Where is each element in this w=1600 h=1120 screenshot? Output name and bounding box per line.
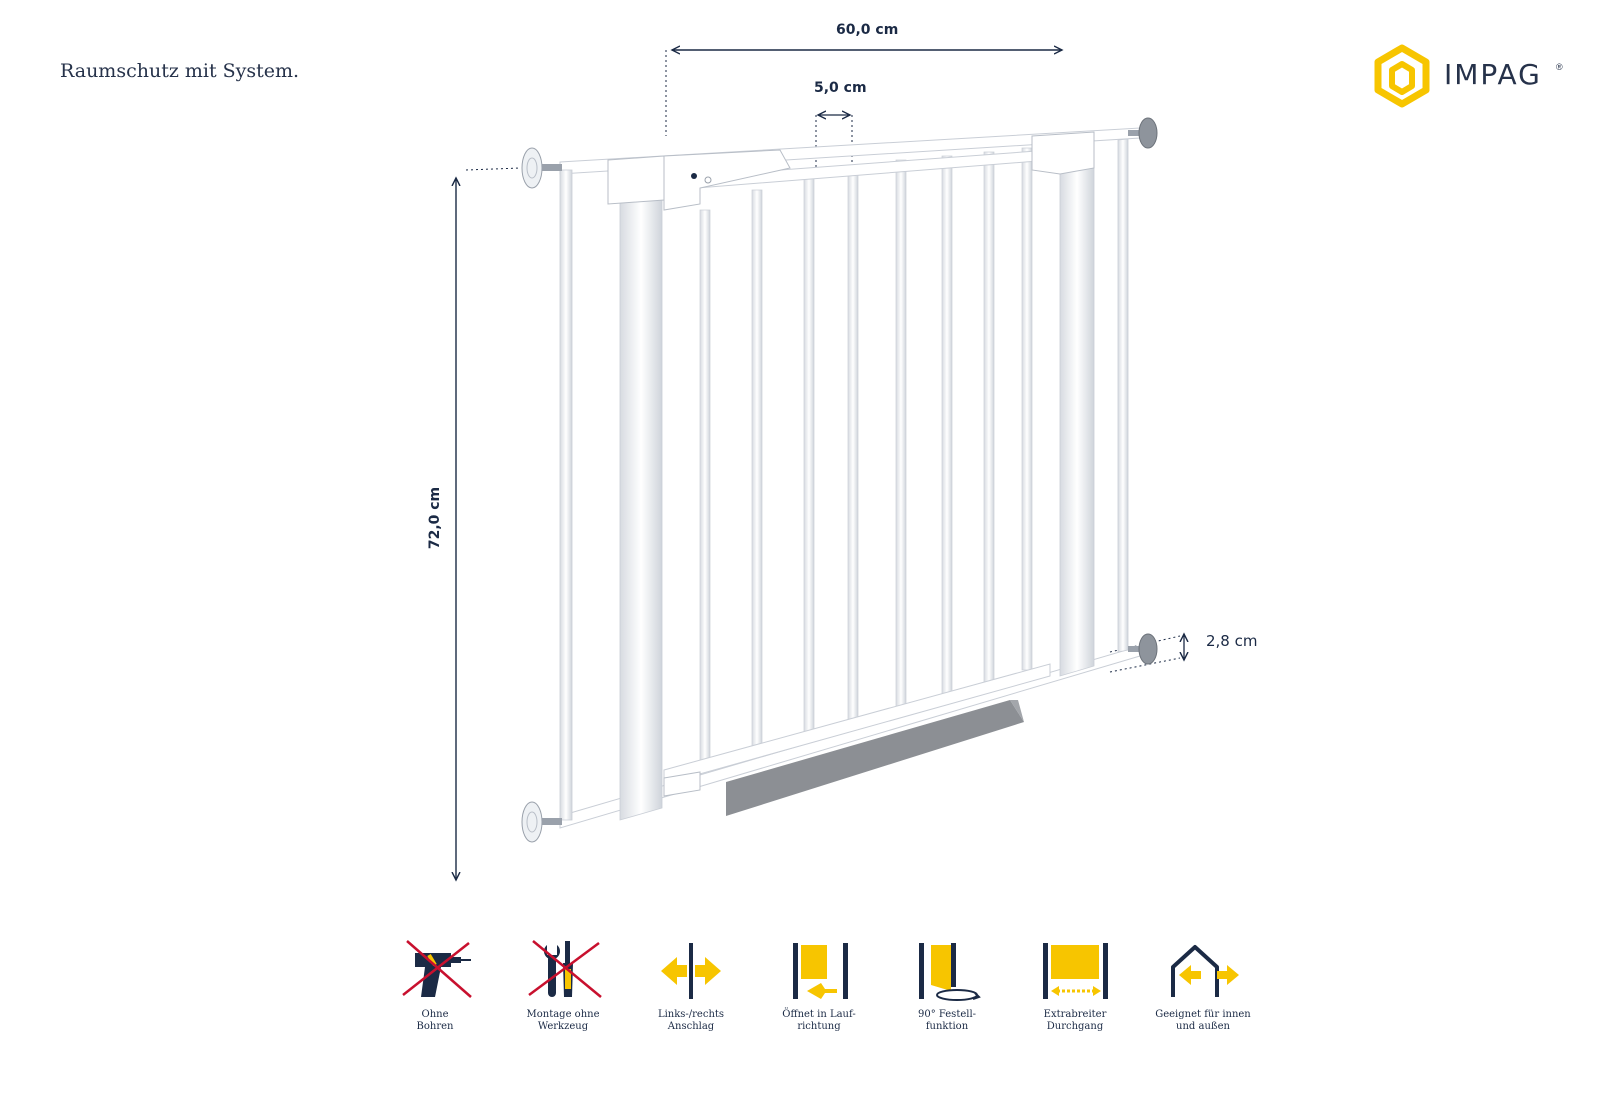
height-label: 72,0 cm (427, 486, 444, 550)
width-dimension (665, 50, 1062, 136)
door-90-lock-icon (919, 943, 981, 1001)
indoor-outdoor-icon (1171, 945, 1239, 997)
threshold-ramp (726, 700, 1024, 816)
bar-spacing-dimension (815, 115, 853, 170)
latch-housing (607, 149, 791, 211)
left-right-arrows-icon (661, 943, 721, 999)
height-dimension (456, 167, 521, 880)
feature-label: Links-/rechts Anschlag (657, 1009, 725, 1032)
pressure-pad-bottom-left (521, 801, 562, 843)
hexagon-logo-icon (1374, 44, 1430, 108)
feature-wide-passage: Extrabreiter Durchgang (1020, 935, 1130, 1045)
feature-label: Extrabreiter Durchgang (1043, 1009, 1107, 1032)
feature-no-drill: Ohne Bohren (380, 935, 490, 1045)
brand-logo: IMPAG ® (1372, 44, 1563, 108)
no-drill-icon (402, 940, 472, 998)
bar-spacing-label: 5,0 cm (814, 80, 867, 96)
feature-icons-row: Ohne Bohren Montage ohne Werkzeug Links-… (380, 935, 1260, 1045)
feature-90-lock: 90° Festell- funktion (892, 935, 1002, 1045)
pressure-pad-bottom-right (1128, 633, 1158, 665)
registered-mark: ® (1556, 62, 1563, 72)
door-open-direction-icon (793, 943, 848, 999)
feature-label: Ohne Bohren (416, 1009, 454, 1032)
brand-name: IMPAG (1444, 58, 1542, 91)
pressure-pad-top-right (1128, 117, 1158, 149)
feature-open-direction: Öffnet in Lauf- richtung (764, 935, 874, 1045)
gate-bars (699, 147, 1033, 771)
feature-label: Öffnet in Lauf- richtung (782, 1009, 856, 1032)
pressure-pad-top-left (521, 147, 562, 189)
feature-no-tools: Montage ohne Werkzeug (508, 935, 618, 1045)
feature-left-right: Links-/rechts Anschlag (636, 935, 746, 1045)
tagline: Raumschutz mit System. (60, 60, 300, 82)
width-label: 60,0 cm (836, 22, 899, 38)
feature-label: Geeignet für innen und außen (1155, 1009, 1251, 1032)
feature-indoor-outdoor: Geeignet für innen und außen (1148, 935, 1258, 1045)
feature-label: Montage ohne Werkzeug (526, 1009, 600, 1032)
threshold-label: 2,8 cm (1206, 632, 1258, 650)
no-tools-icon (528, 940, 602, 998)
wide-passage-icon (1043, 943, 1108, 999)
feature-label: 90° Festell- funktion (917, 1009, 977, 1032)
